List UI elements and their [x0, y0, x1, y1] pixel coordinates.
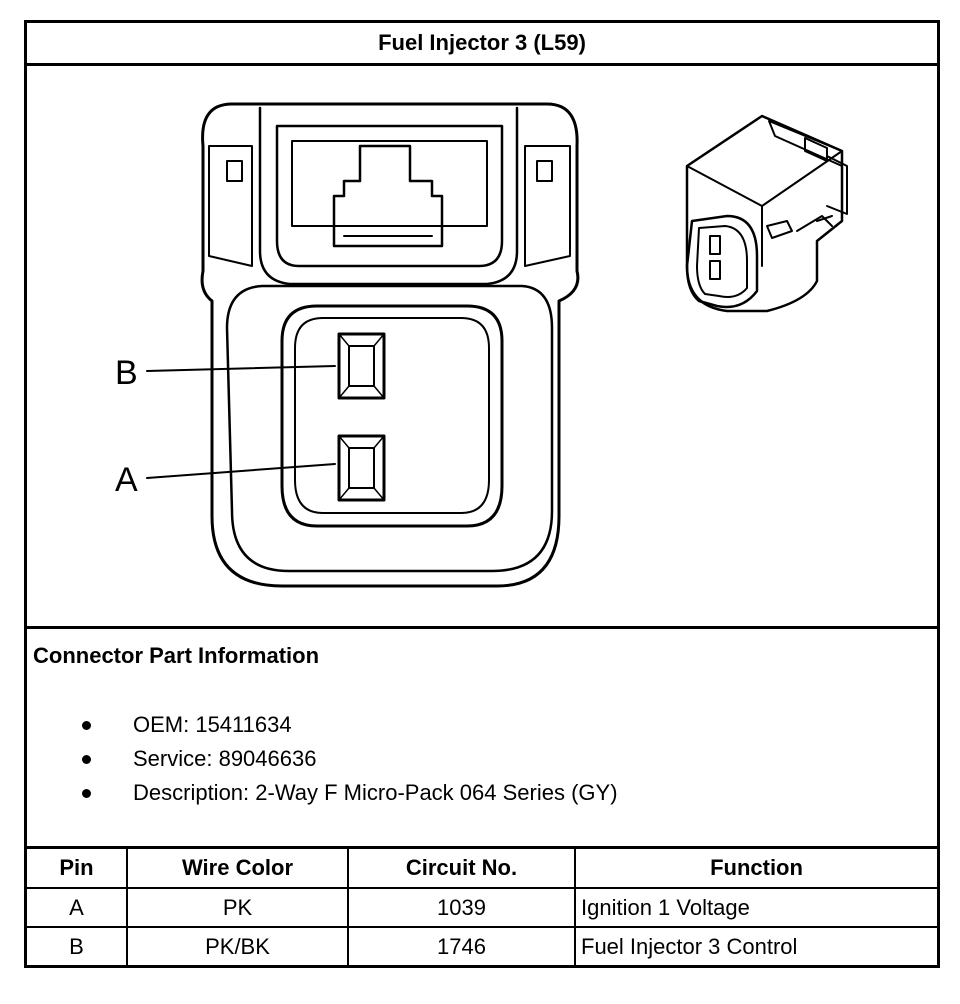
table-row: A PK 1039 Ignition 1 Voltage — [27, 888, 937, 928]
header-pin: Pin — [27, 849, 128, 889]
latch-tower — [258, 106, 519, 286]
pin-table-header-row: Pin Wire Color Circuit No. Function — [27, 849, 937, 889]
terminal-b — [337, 332, 386, 400]
connector-face-diagram: B A — [115, 102, 848, 588]
bullet-icon — [82, 789, 91, 798]
connector-info-section: Connector Part Information OEM: 15411634… — [27, 629, 937, 849]
cell-circuit-no: 1746 — [348, 927, 576, 966]
header-function: Function — [575, 849, 937, 889]
connector-description: Description: 2-Way F Micro-Pack 064 Seri… — [133, 780, 618, 805]
service-part-number: Service: 89046636 — [133, 746, 317, 771]
page-title: Fuel Injector 3 (L59) — [27, 23, 937, 66]
header-wire-color: Wire Color — [127, 849, 349, 889]
terminal-cavity-outline — [280, 304, 504, 528]
latch-tab — [332, 144, 444, 248]
connector-info-heading: Connector Part Information — [33, 643, 320, 668]
connector-info-list: OEM: 15411634 Service: 89046636 Descript… — [82, 713, 618, 815]
latch-window — [275, 124, 504, 268]
connector-isometric-view — [685, 114, 848, 313]
list-item: OEM: 15411634 — [82, 713, 618, 747]
cell-wire-color: PK — [127, 888, 349, 928]
latch-slot — [291, 140, 488, 227]
connector-housing-inner-outline — [225, 284, 554, 573]
pin-b-label: B — [115, 354, 138, 392]
connector-housing-outline — [200, 102, 580, 588]
cell-function: Fuel Injector 3 Control — [581, 934, 798, 959]
left-ear — [208, 145, 253, 267]
pin-a-label: A — [115, 461, 138, 499]
table-row: B PK/BK 1746 Fuel Injector 3 Control — [27, 927, 937, 966]
right-ear-slot — [536, 160, 553, 182]
left-ear-slot — [226, 160, 243, 182]
terminal-a — [337, 434, 386, 502]
connector-sheet: Fuel Injector 3 (L59) — [24, 20, 940, 968]
pin-table: Pin Wire Color Circuit No. Function A PK… — [27, 849, 937, 966]
header-circuit-no: Circuit No. — [348, 849, 576, 889]
cell-pin: A — [27, 888, 128, 928]
list-item: Description: 2-Way F Micro-Pack 064 Seri… — [82, 781, 618, 815]
oem-part-number: OEM: 15411634 — [133, 712, 292, 737]
cell-wire-color: PK/BK — [127, 927, 349, 966]
connector-figure-area: B A — [27, 66, 937, 629]
bullet-icon — [82, 721, 91, 730]
terminal-cavity-inner — [294, 317, 490, 514]
right-ear — [524, 145, 571, 267]
list-item: Service: 89046636 — [82, 747, 618, 781]
cell-circuit-no: 1039 — [348, 888, 576, 928]
cell-function: Ignition 1 Voltage — [575, 888, 937, 928]
pin-b-leader-line — [146, 365, 336, 372]
bullet-icon — [82, 755, 91, 764]
pin-a-leader-line — [146, 463, 336, 479]
cell-pin: B — [27, 927, 128, 966]
